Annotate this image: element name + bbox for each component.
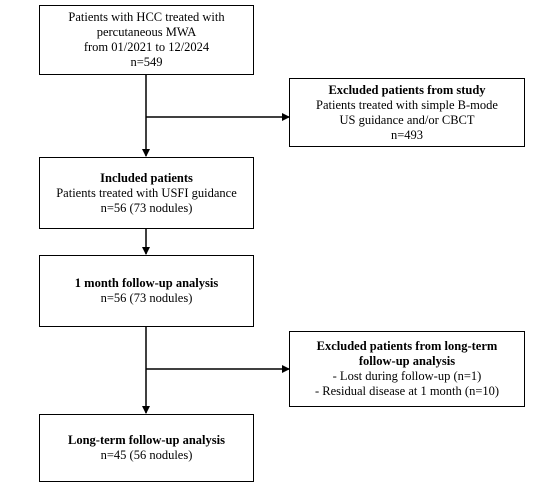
included-line-1: Patients treated with USFI guidance xyxy=(56,185,237,200)
excluded-longterm-line-1: - Lost during follow-up (n=1) xyxy=(332,369,482,383)
excluded-study-title: Excluded patients from study xyxy=(328,82,486,97)
one-month-title: 1 month follow-up analysis xyxy=(74,276,219,290)
excluded-study-line-1: Patients treated with simple B-mode xyxy=(316,97,498,112)
box-included-patients: Included patients Patients treated with … xyxy=(39,157,254,229)
box-excluded-long-term: Excluded patients from long-term follow-… xyxy=(289,331,525,407)
start-line-4: n=549 xyxy=(130,55,163,69)
one-month-line-1: n=56 (73 nodules) xyxy=(100,291,193,305)
box-excluded-study: Excluded patients from study Patients tr… xyxy=(289,78,525,147)
long-term-line-1: n=45 (56 nodules) xyxy=(100,448,193,462)
excluded-study-line-2: US guidance and/or CBCT xyxy=(339,112,475,127)
included-title: Included patients xyxy=(100,170,193,185)
start-line-2: percutaneous MWA xyxy=(96,25,197,39)
start-line-3: from 01/2021 to 12/2024 xyxy=(83,40,210,54)
long-term-title: Long-term follow-up analysis xyxy=(68,433,225,447)
included-line-2: n=56 (73 nodules) xyxy=(100,200,193,215)
excluded-longterm-title-2: follow-up analysis xyxy=(358,354,456,368)
box-long-term-follow-up: Long-term follow-up analysis n=45 (56 no… xyxy=(39,414,254,482)
start-line-1: Patients with HCC treated with xyxy=(68,10,225,24)
box-start-cohort: Patients with HCC treated with percutane… xyxy=(39,5,254,75)
excluded-study-line-3: n=493 xyxy=(390,127,424,142)
excluded-longterm-title-1: Excluded patients from long-term xyxy=(316,339,498,353)
box-one-month-follow-up: 1 month follow-up analysis n=56 (73 nodu… xyxy=(39,255,254,327)
excluded-longterm-line-2: - Residual disease at 1 month (n=10) xyxy=(314,384,500,398)
